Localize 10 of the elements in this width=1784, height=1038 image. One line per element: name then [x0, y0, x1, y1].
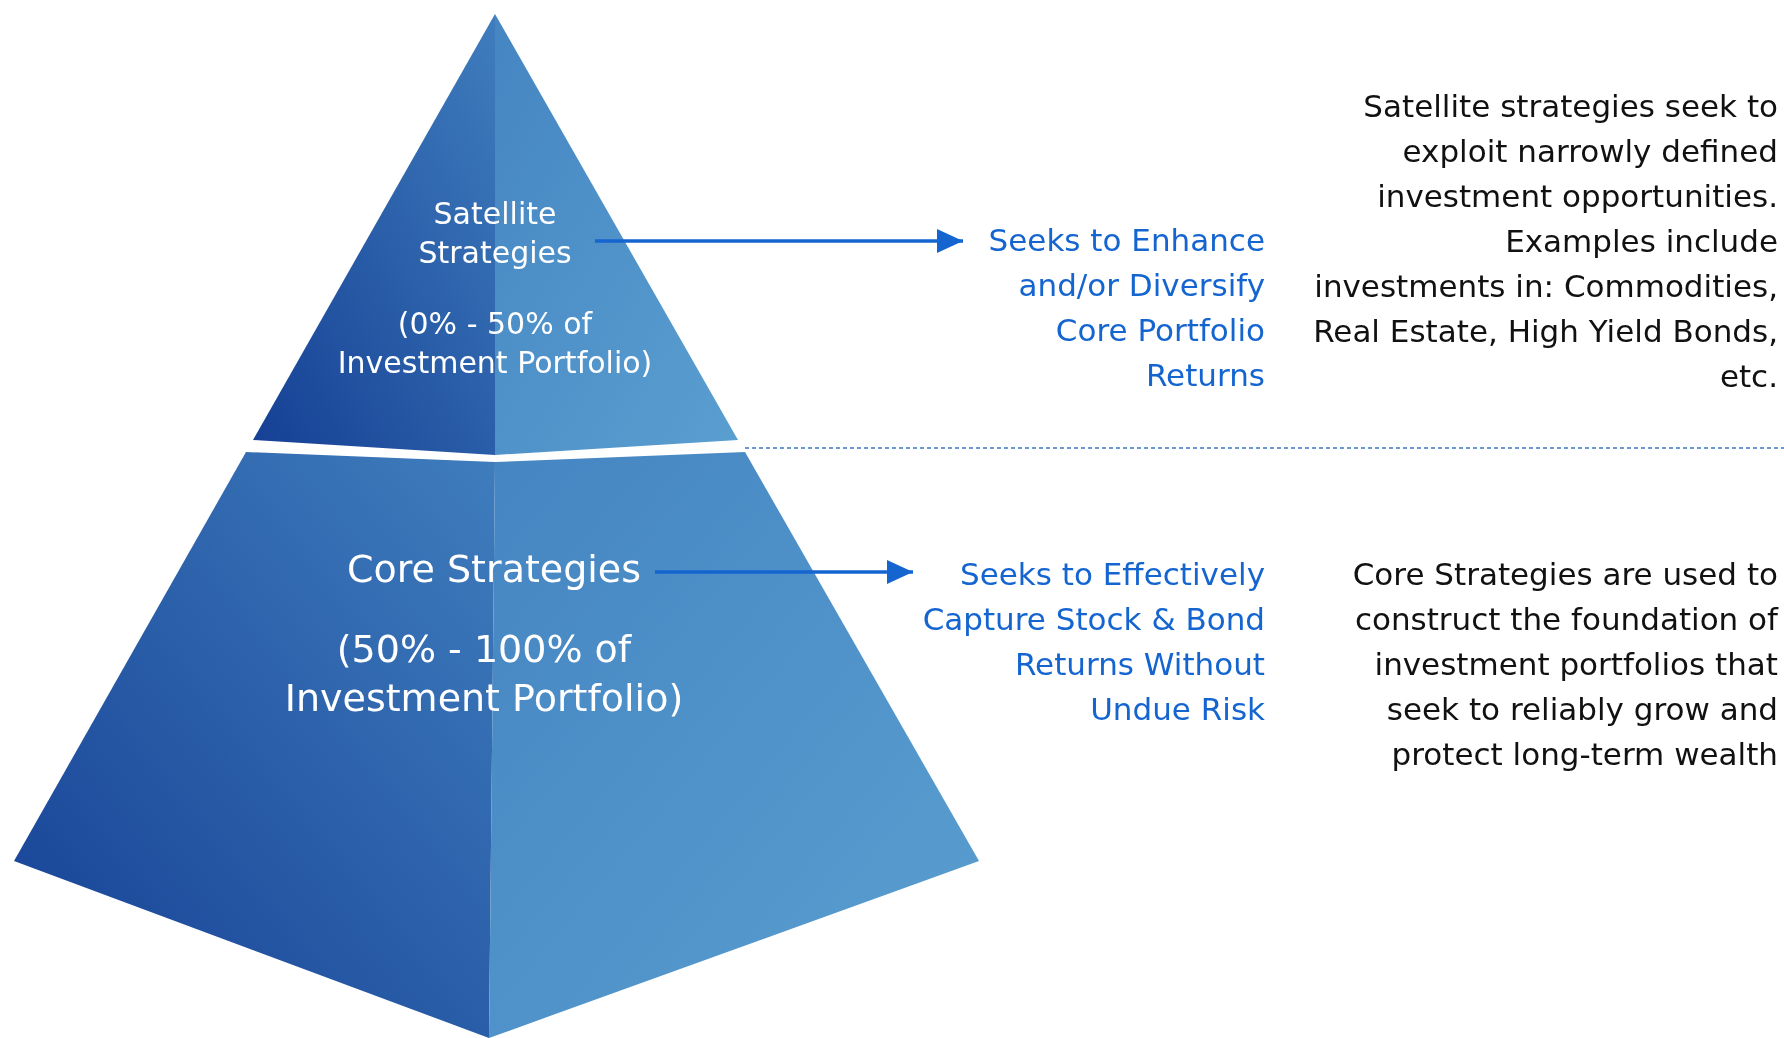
arrow [655, 560, 913, 584]
tier-title: Core Strategies [345, 546, 643, 593]
callout-text: Seeks to Effectively Capture Stock & Bond Returns Without Undue Risk [905, 552, 1265, 742]
description-text: Satellite strategies seek to exploit narrowly defined investment opportunities. Examples include investments in: Commodities, Real Estate, High Yield Bonds, etc. [1312, 87, 1778, 396]
description-text: Core Strategies are used to construct the foundation of investment portfolios that seek to reliably grow and protect long-term wealth [1351, 555, 1778, 774]
arrow [595, 229, 963, 253]
tier-title: Satellite Strategies [417, 195, 573, 272]
tier-subtitle: (0% - 50% of Investment Portfolio) [336, 305, 654, 382]
tier-subtitle: (50% - 100% of Investment Portfolio) [283, 626, 685, 723]
callout-text: Seeks to Enhance and/or Diversify Core Portfolio Returns [955, 218, 1265, 408]
